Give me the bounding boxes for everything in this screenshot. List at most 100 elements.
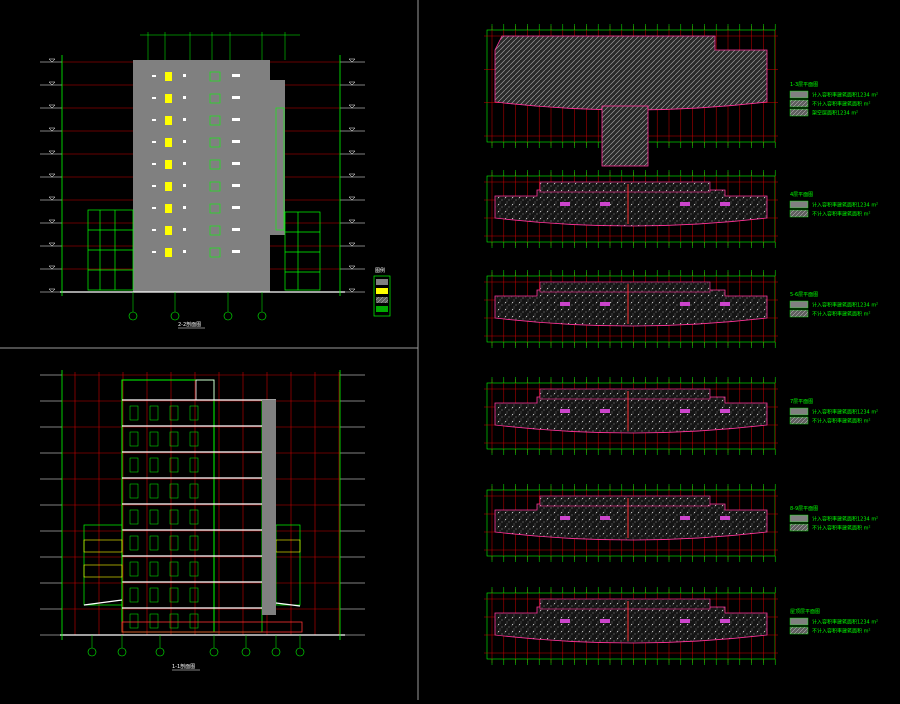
- building-footprint: [494, 396, 768, 434]
- window-yellow: [165, 204, 172, 213]
- legend-swatch: [789, 523, 809, 532]
- window-mark: [183, 206, 186, 209]
- window-green: [209, 225, 221, 236]
- left-podium-band: [83, 564, 123, 578]
- legend-block-title: 8-9层平面图: [790, 506, 818, 512]
- section-window: [149, 561, 159, 577]
- window-mark: [183, 96, 186, 99]
- magenta-mark: [600, 302, 610, 306]
- magenta-mark: [680, 202, 690, 206]
- level-marker: [48, 242, 56, 247]
- level-marker: [348, 288, 356, 293]
- section-window: [149, 483, 159, 499]
- level-marker: [48, 265, 56, 270]
- magenta-mark: [680, 516, 690, 520]
- section-window: [129, 457, 139, 473]
- section-window: [189, 483, 199, 499]
- magenta-mark: [720, 302, 730, 306]
- upper-block: [539, 281, 711, 293]
- section-window: [169, 483, 179, 499]
- legend-row-label: 计入容积率建筑面积1234 m²: [812, 409, 878, 416]
- building-footprint: [494, 503, 768, 541]
- window-mark: [232, 162, 240, 165]
- magenta-mark: [560, 516, 570, 520]
- window-green: [209, 181, 221, 192]
- legend-block-title: 屋顶层平面图: [790, 609, 820, 615]
- magenta-mark: [720, 202, 730, 206]
- magenta-mark: [680, 409, 690, 413]
- axis-bubble: [257, 311, 267, 321]
- section-caption: 1-1剖面图: [172, 663, 195, 670]
- window-yellow: [165, 72, 172, 81]
- legend-swatch: [789, 200, 809, 209]
- window-mark: [183, 118, 186, 121]
- legend-title: 图例: [375, 267, 385, 274]
- axis-bubble: [117, 647, 127, 657]
- upper-block: [539, 181, 711, 193]
- magenta-mark: [720, 409, 730, 413]
- foundation: [121, 621, 303, 633]
- section-window: [169, 587, 179, 603]
- window-yellow: [165, 94, 172, 103]
- legend-row-label: 不计入容积率建筑面积 m²: [812, 101, 870, 108]
- legend-swatch: [789, 99, 809, 108]
- section-window: [129, 613, 139, 629]
- section-window: [169, 509, 179, 525]
- section-window: [189, 535, 199, 551]
- level-marker: [348, 242, 356, 247]
- section-window: [149, 509, 159, 525]
- legend-row-label: 架空层面积1234 m²: [812, 110, 858, 117]
- window-mark: [152, 207, 156, 209]
- legend-row-label: 计入容积率建筑面积1234 m²: [812, 516, 878, 523]
- right-podium: [275, 524, 301, 606]
- level-marker: [48, 288, 56, 293]
- window-mark: [152, 163, 156, 165]
- section-window: [189, 405, 199, 421]
- level-marker: [348, 196, 356, 201]
- magenta-mark: [600, 516, 610, 520]
- section-window: [129, 535, 139, 551]
- window-mark: [183, 228, 186, 231]
- section-window: [149, 535, 159, 551]
- axis-bubble: [209, 647, 219, 657]
- section-window: [129, 483, 139, 499]
- window-mark: [152, 251, 156, 253]
- level-marker: [348, 173, 356, 178]
- level-marker: [348, 58, 356, 63]
- legend-row-label: 不计入容积率建筑面积 m²: [812, 418, 870, 425]
- magenta-mark: [720, 516, 730, 520]
- roof-room: [195, 379, 215, 401]
- level-marker: [48, 219, 56, 224]
- section-window: [129, 509, 139, 525]
- legend-block-title: 4层平面图: [790, 192, 813, 198]
- entrance-wing: [601, 105, 649, 167]
- ramp: [83, 599, 123, 606]
- window-mark: [183, 162, 186, 165]
- section-window: [169, 457, 179, 473]
- right-annex: [284, 211, 321, 291]
- section-window: [169, 561, 179, 577]
- magenta-mark: [720, 619, 730, 623]
- elevation-caption: 2-2剖面图: [178, 321, 201, 328]
- legend-swatch: [789, 209, 809, 218]
- window-mark: [152, 185, 156, 187]
- legend-row-label: 不计入容积率建筑面积 m²: [812, 211, 870, 218]
- legend-row-label: 不计入容积率建筑面积 m²: [812, 628, 870, 635]
- legend-block-title: 5-6层平面图: [790, 292, 818, 298]
- magenta-mark: [560, 202, 570, 206]
- section-window: [149, 405, 159, 421]
- section-window: [189, 431, 199, 447]
- magenta-mark: [680, 302, 690, 306]
- legend-swatch: [789, 617, 809, 626]
- section-window: [189, 561, 199, 577]
- section-window: [149, 587, 159, 603]
- legend-row-label: 计入容积率建筑面积1234 m²: [812, 92, 878, 99]
- tower-outline: [121, 379, 215, 633]
- stair-core: [262, 400, 276, 615]
- window-mark: [232, 96, 240, 99]
